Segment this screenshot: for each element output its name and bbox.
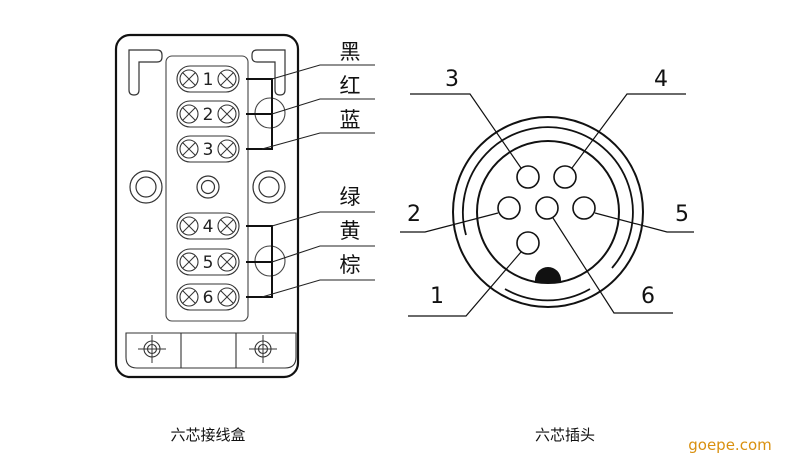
wire-color-4: 绿 (271, 185, 375, 227)
wire-color-1: 黑 (271, 40, 375, 80)
leader-line (271, 245, 375, 263)
screw-left (138, 335, 166, 363)
pin-4-socket (553, 165, 577, 189)
terminal-pill (176, 283, 240, 311)
plug-pin-2: 2 (400, 202, 499, 233)
plug-keyway (535, 267, 561, 283)
plug-pin-4: 4 (571, 67, 686, 169)
mount-hole-right (252, 170, 286, 204)
terminal-5: 5 (176, 248, 240, 276)
screw-x-icon (179, 252, 199, 272)
terminal-number: 1 (203, 70, 214, 90)
terminal-plate (165, 55, 249, 322)
box-outline (114, 33, 300, 379)
leader-line (261, 279, 375, 298)
pin-number-label: 4 (654, 67, 668, 92)
terminal-4: 4 (176, 212, 240, 240)
screw-x-icon (217, 216, 237, 236)
pin-number-label: 5 (675, 202, 689, 227)
wire-color-6: 棕 (261, 253, 375, 298)
bus-bracket-upper (246, 78, 273, 150)
leader-line (261, 132, 375, 150)
screw-x-icon (217, 252, 237, 272)
plug-pin-1: 1 (408, 251, 522, 317)
wire-color-label: 蓝 (340, 108, 361, 132)
plug-outer-ring (452, 116, 644, 308)
wire-color-label: 红 (340, 74, 361, 98)
screw-x-icon (179, 69, 199, 89)
screw-x-icon (217, 69, 237, 89)
terminal-number: 2 (203, 105, 214, 125)
leader-line (408, 251, 522, 317)
terminal-number: 4 (203, 217, 214, 237)
screw-x-icon (179, 287, 199, 307)
wire-color-label: 绿 (340, 185, 361, 209)
leader-line (271, 64, 375, 80)
terminal-pill (176, 65, 240, 93)
screw-right (249, 335, 277, 363)
watermark: goepe.com (688, 436, 771, 454)
wire-color-2: 红 (271, 74, 375, 115)
pin-number-label: 3 (445, 67, 459, 92)
corner-bracket-left (128, 49, 163, 96)
terminal-3: 3 (176, 135, 240, 163)
wire-color-5: 黄 (271, 219, 375, 263)
pin-2-socket (497, 196, 521, 220)
terminal-1: 1 (176, 65, 240, 93)
mount-hole-left (129, 170, 163, 204)
terminal-pill (176, 212, 240, 240)
pin-number-label: 1 (430, 284, 444, 309)
screw-x-icon (217, 139, 237, 159)
leader-line (271, 98, 375, 115)
terminal-2: 2 (176, 100, 240, 128)
center-hole (196, 175, 220, 199)
leader-line (410, 93, 522, 169)
terminal-number: 3 (203, 140, 214, 160)
wire-color-label: 黑 (340, 40, 361, 64)
pin-number-label: 2 (407, 202, 421, 227)
plug-pin-leaders: 1 2 3 4 5 6 (400, 67, 694, 317)
plug-caption: 六芯插头 (535, 426, 595, 444)
screw-x-icon (179, 139, 199, 159)
leader-line (400, 212, 499, 233)
screw-x-icon (217, 104, 237, 124)
plug-pins (497, 165, 596, 255)
terminal-pill (176, 100, 240, 128)
terminal-6: 6 (176, 283, 240, 311)
terminal-pill (176, 135, 240, 163)
plug-pin-3: 3 (410, 67, 522, 169)
junction-box-caption: 六芯接线盒 (170, 426, 245, 444)
leader-line (571, 93, 686, 169)
wire-color-label: 黄 (340, 219, 361, 243)
wire-color-label: 棕 (340, 253, 361, 277)
leader-line (594, 212, 694, 233)
screw-x-icon (217, 287, 237, 307)
bus-bracket-lower (246, 225, 273, 298)
leader-line (271, 211, 375, 227)
bottom-mount-strip (125, 332, 297, 369)
screw-x-icon (179, 104, 199, 124)
plug-middle-ring-arc (461, 126, 634, 269)
pin-6-socket (535, 196, 559, 220)
plug-pin-6: 6 (552, 217, 673, 314)
wire-color-3: 蓝 (261, 108, 375, 150)
terminal-strip: 1 2 3 4 5 6 (176, 65, 240, 311)
pin-1-socket (516, 231, 540, 255)
corner-bracket-right (251, 49, 286, 96)
pin-3-socket (516, 165, 540, 189)
terminal-pill (176, 248, 240, 276)
screw-x-icon (179, 216, 199, 236)
pin-number-label: 6 (641, 284, 655, 309)
plug-pin-5: 5 (594, 202, 694, 233)
leader-line (552, 217, 673, 314)
plug-middle-ring-lower-arc (504, 288, 591, 302)
terminal-number: 5 (203, 253, 214, 273)
terminal-number: 6 (203, 288, 214, 308)
six-pin-plug: 1 2 3 4 5 6 六芯插头 (400, 67, 694, 444)
pin-5-socket (572, 196, 596, 220)
